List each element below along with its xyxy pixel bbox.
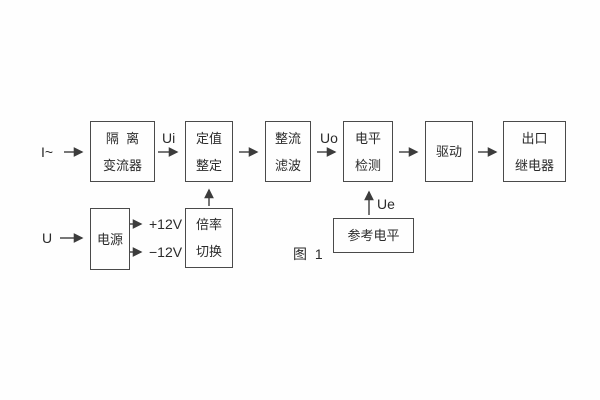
block-isolation-transformer: 隔 离 变流器	[90, 121, 155, 182]
block-ratio-line2: 切换	[195, 244, 222, 259]
block-driver-line1: 驱动	[435, 144, 462, 159]
block-setting-adjust: 定值 整定	[185, 121, 233, 182]
block-ratio-switch: 倍率 切换	[185, 208, 233, 268]
block-isolation-line2: 变流器	[102, 157, 142, 173]
block-level-line2: 检测	[354, 157, 381, 173]
block-power-line1: 电源	[96, 231, 123, 247]
power-plus12-label: +12V	[149, 216, 183, 232]
block-reference-line1: 参考电平	[347, 228, 400, 243]
block-rectifier-line1: 整流	[274, 130, 301, 146]
block-power-supply: 电源	[90, 208, 130, 270]
figure-caption: 图 1	[293, 246, 325, 262]
signal-ue-label: Ue	[377, 196, 395, 212]
block-rectifier-filter: 整流 滤波	[265, 121, 311, 182]
block-output-relay: 出口 继电器	[503, 121, 566, 182]
block-setting-line2: 整定	[195, 157, 222, 173]
signal-ui-label: Ui	[162, 130, 176, 146]
block-relay-line1: 出口	[521, 130, 548, 146]
block-reference-level: 参考电平	[333, 218, 414, 253]
block-level-detector: 电平 检测	[343, 121, 393, 182]
block-relay-line2: 继电器	[514, 157, 554, 173]
block-ratio-line1: 倍率	[195, 217, 222, 232]
block-driver: 驱动	[425, 121, 473, 182]
block-isolation-line1: 隔 离	[105, 130, 140, 146]
input-voltage-label: U	[42, 230, 53, 246]
power-minus12-label: −12V	[149, 244, 183, 260]
signal-uo-label: Uo	[320, 130, 338, 146]
block-setting-line1: 定值	[195, 130, 222, 146]
block-level-line1: 电平	[354, 130, 381, 146]
input-current-label: I~	[41, 144, 54, 160]
block-rectifier-line2: 滤波	[274, 157, 301, 173]
